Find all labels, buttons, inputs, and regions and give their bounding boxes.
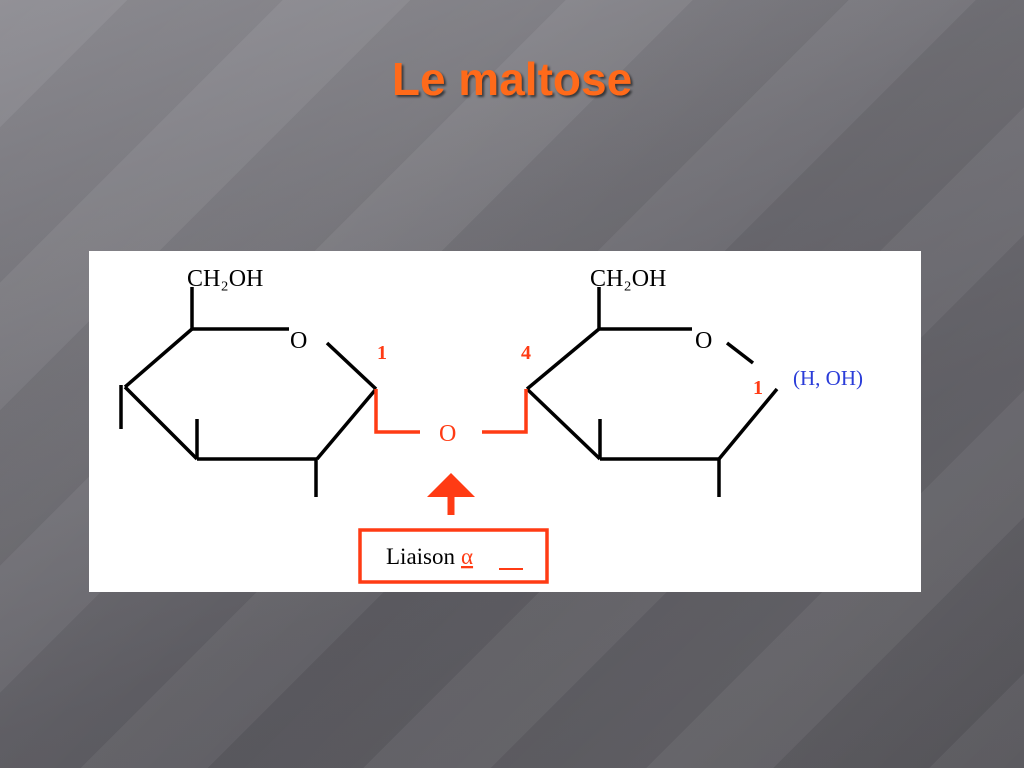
- left-ring-bonds: [119, 287, 378, 497]
- right-ch2oh-label: CH₂OH: [590, 266, 666, 292]
- alpha-symbol: α: [461, 544, 473, 569]
- bond-label-box: [358, 528, 549, 584]
- left-ring-oxygen: O: [290, 328, 307, 354]
- left-ch2oh-label: CH₂OH: [187, 266, 263, 292]
- arrow-up-icon: [427, 473, 475, 515]
- right-ring-bonds: [525, 287, 779, 497]
- glycosidic-bond: [374, 389, 528, 434]
- left-carbon-1-label: 1: [377, 342, 387, 364]
- right-carbon-1-label: 1: [753, 377, 763, 399]
- right-carbon-4-label: 4: [521, 342, 531, 364]
- right-ring-oxygen: O: [695, 328, 712, 354]
- slide-title: Le maltose: [391, 53, 633, 105]
- bridge-oxygen: O: [439, 421, 456, 447]
- anomeric-group-label: (H, OH): [793, 366, 863, 390]
